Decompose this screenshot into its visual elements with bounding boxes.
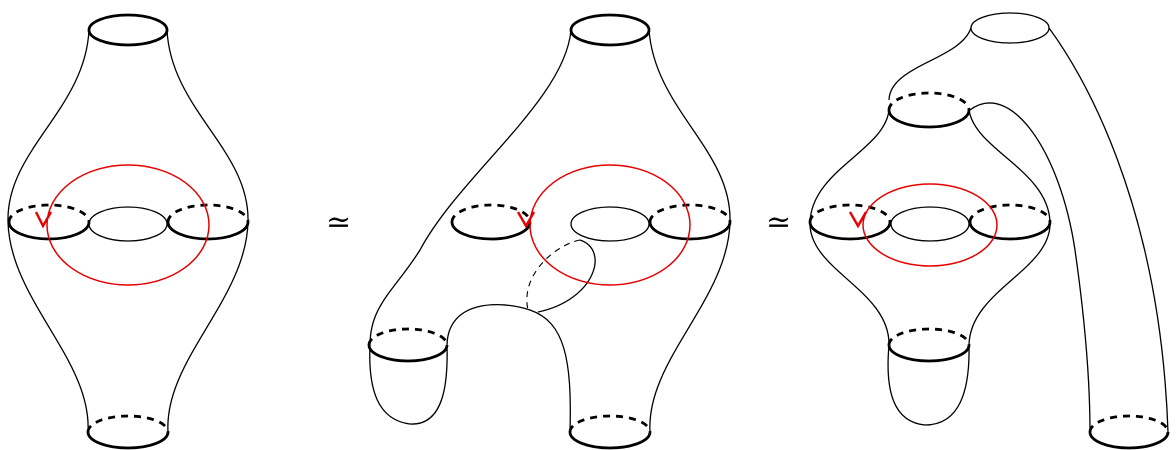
right-boundary-back-a [808,203,892,223]
right-outline-right [968,109,1051,346]
right-leg-boundary-back [887,327,971,346]
middle-outline-saddle [446,303,571,433]
middle-handle-front [537,239,596,313]
right-outline-left [809,109,890,346]
left-bottom-boundary-front [86,431,170,450]
right-tube-outer [1048,27,1169,433]
middle-top-boundary [569,13,651,47]
middle-bottom-boundary-front [568,431,652,450]
left-red-curve [46,164,210,286]
left-boundary-back-b [166,203,250,223]
right-hole [890,206,970,242]
right-boundary-back-b [968,203,1052,223]
middle-boundary-back-b [648,203,732,223]
left-surface [7,13,250,450]
middle-leg-boundary-front [367,344,449,363]
right-surface [808,12,1170,450]
right-curve-arrow [848,211,868,229]
right-neck-left [888,27,972,101]
left-boundary-back-a [7,203,91,223]
middle-boundary-back-a [450,203,532,223]
right-top-boundary [970,12,1050,44]
left-curve-arrow [34,211,53,229]
right-boundary-front-b [968,221,1052,241]
middle-hole [570,206,650,242]
middle-leg-boundary-back [367,327,449,346]
middle-boundary-front-a [450,221,532,241]
middle-handle-back [526,239,581,311]
right-tube-boundary-front [1088,431,1170,450]
right-tube-inner [969,102,1091,433]
middle-red-curve [529,164,691,286]
right-red-curve [862,183,998,267]
right-leg [887,344,970,426]
middle-surface [367,13,732,450]
left-bottom-boundary-back [86,414,170,433]
middle-bottom-boundary-back [568,414,652,433]
middle-outline-leg-outer [369,344,448,425]
middle-curve-arrow [516,211,536,229]
left-boundary-front-b [166,221,250,241]
left-hole [88,206,168,242]
right-boundary-front-a [808,221,892,241]
equivalence-symbol-1: ≃ [326,205,352,240]
left-outline-left [7,29,90,433]
right-tube-boundary-back [1088,414,1170,433]
left-outline-right [166,29,249,433]
middle-boundary-front-b [648,221,732,241]
right-neck-boundary-front [887,109,971,129]
equivalence-symbol-2: ≃ [766,205,792,240]
right-leg-boundary-front [887,344,971,363]
right-neck-boundary-back [887,91,971,111]
middle-outline-left-upper [369,29,572,346]
left-top-boundary [87,13,169,47]
